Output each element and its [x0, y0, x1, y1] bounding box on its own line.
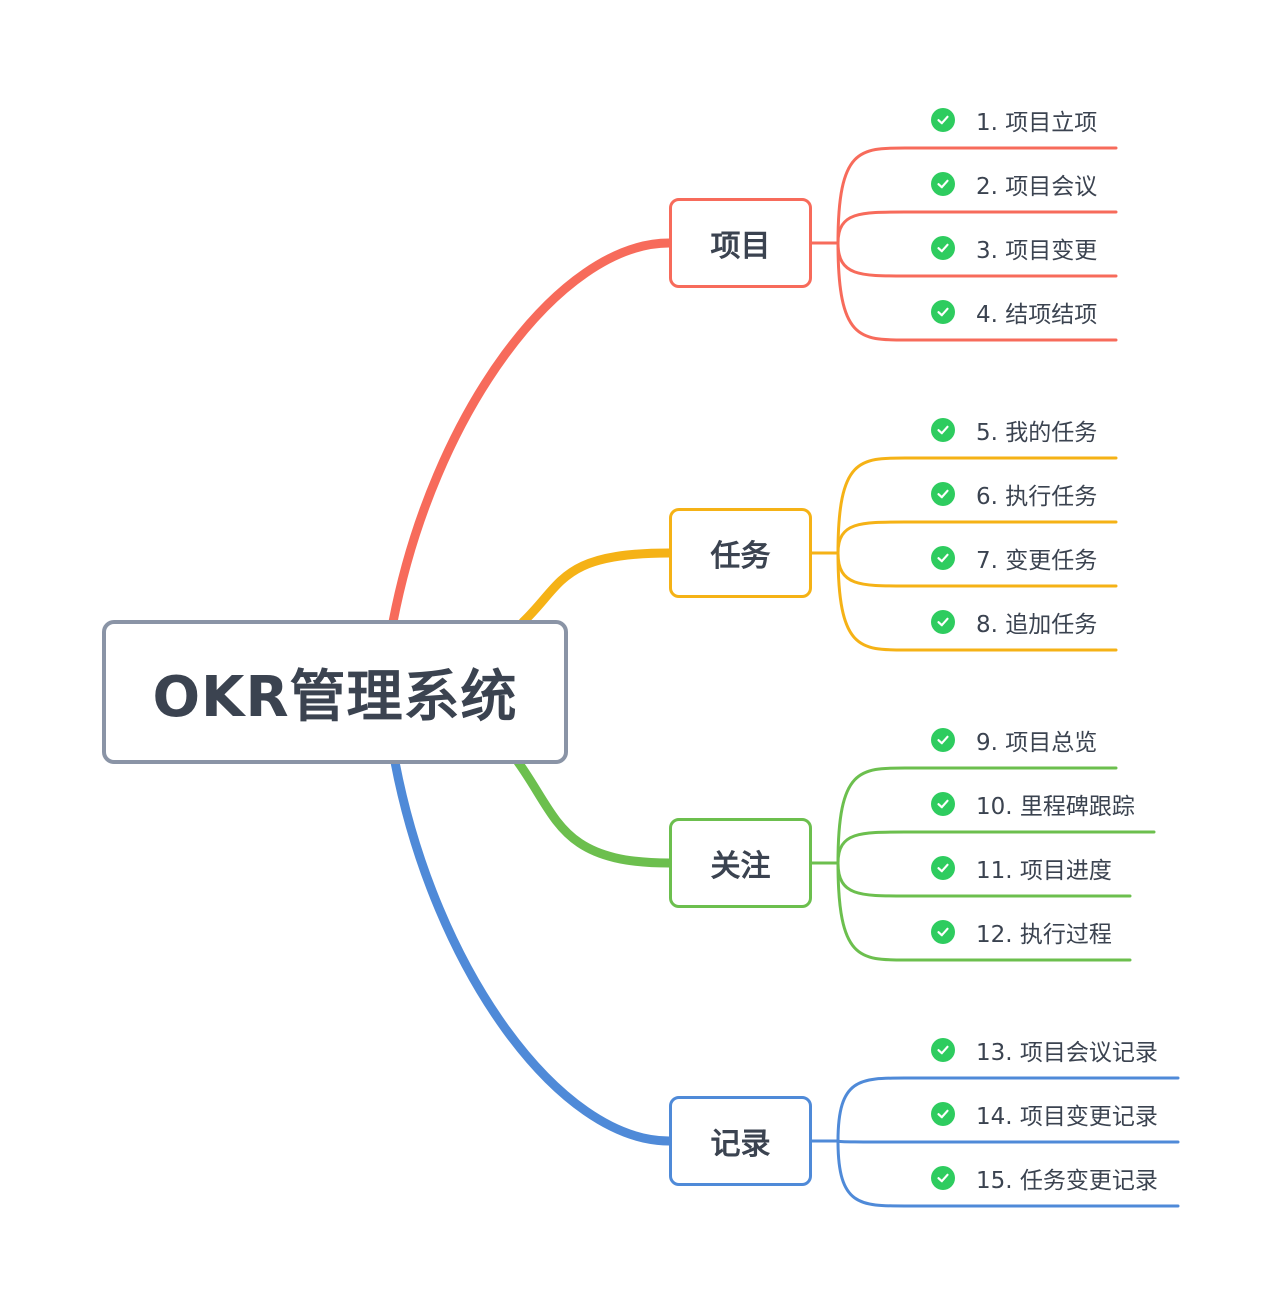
leaf-item[interactable]: 10. 里程碑跟踪	[931, 789, 1135, 820]
leaf-label: 9. 项目总览	[976, 730, 1098, 756]
root-to-branch-connector	[388, 238, 674, 627]
root-label: OKR管理系统	[152, 664, 518, 730]
check-circle-icon	[931, 728, 955, 752]
branch-to-leaf-connector	[836, 520, 1118, 555]
leaf-label: 8. 追加任务	[976, 612, 1098, 638]
branch-to-leaf-connector	[836, 766, 1118, 865]
leaf-item[interactable]: 2. 项目会议	[931, 169, 1098, 200]
leaf-item[interactable]: 3. 项目变更	[931, 233, 1098, 264]
branch-node-record[interactable]: 记录	[669, 1096, 812, 1186]
leaf-item[interactable]: 12. 执行过程	[931, 917, 1112, 948]
root-to-branch-connector	[390, 757, 674, 1146]
leaf-item[interactable]: 14. 项目变更记录	[931, 1099, 1158, 1130]
leaf-item[interactable]: 9. 项目总览	[931, 725, 1098, 756]
check-circle-icon	[931, 792, 955, 816]
branch-to-leaf-connector	[836, 1139, 1180, 1144]
branch-to-leaf-connector	[836, 1139, 1180, 1208]
branch-to-leaf-connector	[836, 241, 1118, 342]
leaf-item[interactable]: 13. 项目会议记录	[931, 1035, 1158, 1066]
leaf-label: 3. 项目变更	[976, 238, 1098, 264]
leaf-label: 5. 我的任务	[976, 420, 1098, 446]
branch-to-leaf-connector	[836, 210, 1118, 245]
leaf-item[interactable]: 4. 结项结项	[931, 297, 1098, 328]
check-circle-icon	[931, 108, 955, 132]
branch-to-leaf-connector	[836, 146, 1118, 245]
check-circle-icon	[931, 610, 955, 634]
branch-label: 记录	[710, 1127, 771, 1162]
branch-label: 关注	[710, 849, 771, 884]
check-circle-icon	[931, 418, 955, 442]
leaf-label: 11. 项目进度	[976, 858, 1112, 884]
leaf-item[interactable]: 5. 我的任务	[931, 415, 1098, 446]
root-to-branch-connector	[513, 757, 674, 868]
branch-to-leaf-connector	[836, 456, 1118, 555]
leaf-label: 7. 变更任务	[976, 548, 1098, 574]
check-circle-icon	[931, 1038, 955, 1062]
leaf-item[interactable]: 6. 执行任务	[931, 479, 1098, 510]
leaf-label: 12. 执行过程	[976, 922, 1112, 948]
check-circle-icon	[931, 546, 955, 570]
leaf-label: 13. 项目会议记录	[976, 1040, 1158, 1066]
branch-label: 任务	[710, 539, 771, 574]
branch-node-task[interactable]: 任务	[669, 508, 812, 598]
branch-to-leaf-connector	[836, 830, 1156, 865]
leaf-item[interactable]: 11. 项目进度	[931, 853, 1112, 884]
leaf-label: 2. 项目会议	[976, 174, 1098, 200]
branch-node-project[interactable]: 项目	[669, 198, 812, 288]
check-circle-icon	[931, 482, 955, 506]
branch-label: 项目	[710, 229, 771, 264]
check-circle-icon	[931, 300, 955, 324]
check-circle-icon	[931, 172, 955, 196]
check-circle-icon	[931, 920, 955, 944]
check-circle-icon	[931, 1166, 955, 1190]
leaf-item[interactable]: 7. 变更任务	[931, 543, 1098, 574]
leaf-label: 10. 里程碑跟踪	[976, 794, 1135, 820]
branch-node-focus[interactable]: 关注	[669, 818, 812, 908]
check-circle-icon	[931, 856, 955, 880]
leaf-label: 15. 任务变更记录	[976, 1168, 1158, 1194]
leaf-label: 6. 执行任务	[976, 484, 1098, 510]
leaf-item[interactable]: 15. 任务变更记录	[931, 1163, 1158, 1194]
root-node[interactable]: OKR管理系统	[102, 620, 568, 764]
check-circle-icon	[931, 236, 955, 260]
leaf-label: 1. 项目立项	[976, 110, 1098, 136]
branch-to-leaf-connector	[836, 1076, 1180, 1143]
branch-to-leaf-connector	[836, 861, 1132, 962]
leaf-item[interactable]: 8. 追加任务	[931, 607, 1098, 638]
check-circle-icon	[931, 1102, 955, 1126]
leaf-label: 4. 结项结项	[976, 302, 1098, 328]
leaf-label: 14. 项目变更记录	[976, 1104, 1158, 1130]
branch-to-leaf-connector	[836, 551, 1118, 652]
root-to-branch-connector	[518, 548, 674, 627]
leaf-item[interactable]: 1. 项目立项	[931, 105, 1098, 136]
